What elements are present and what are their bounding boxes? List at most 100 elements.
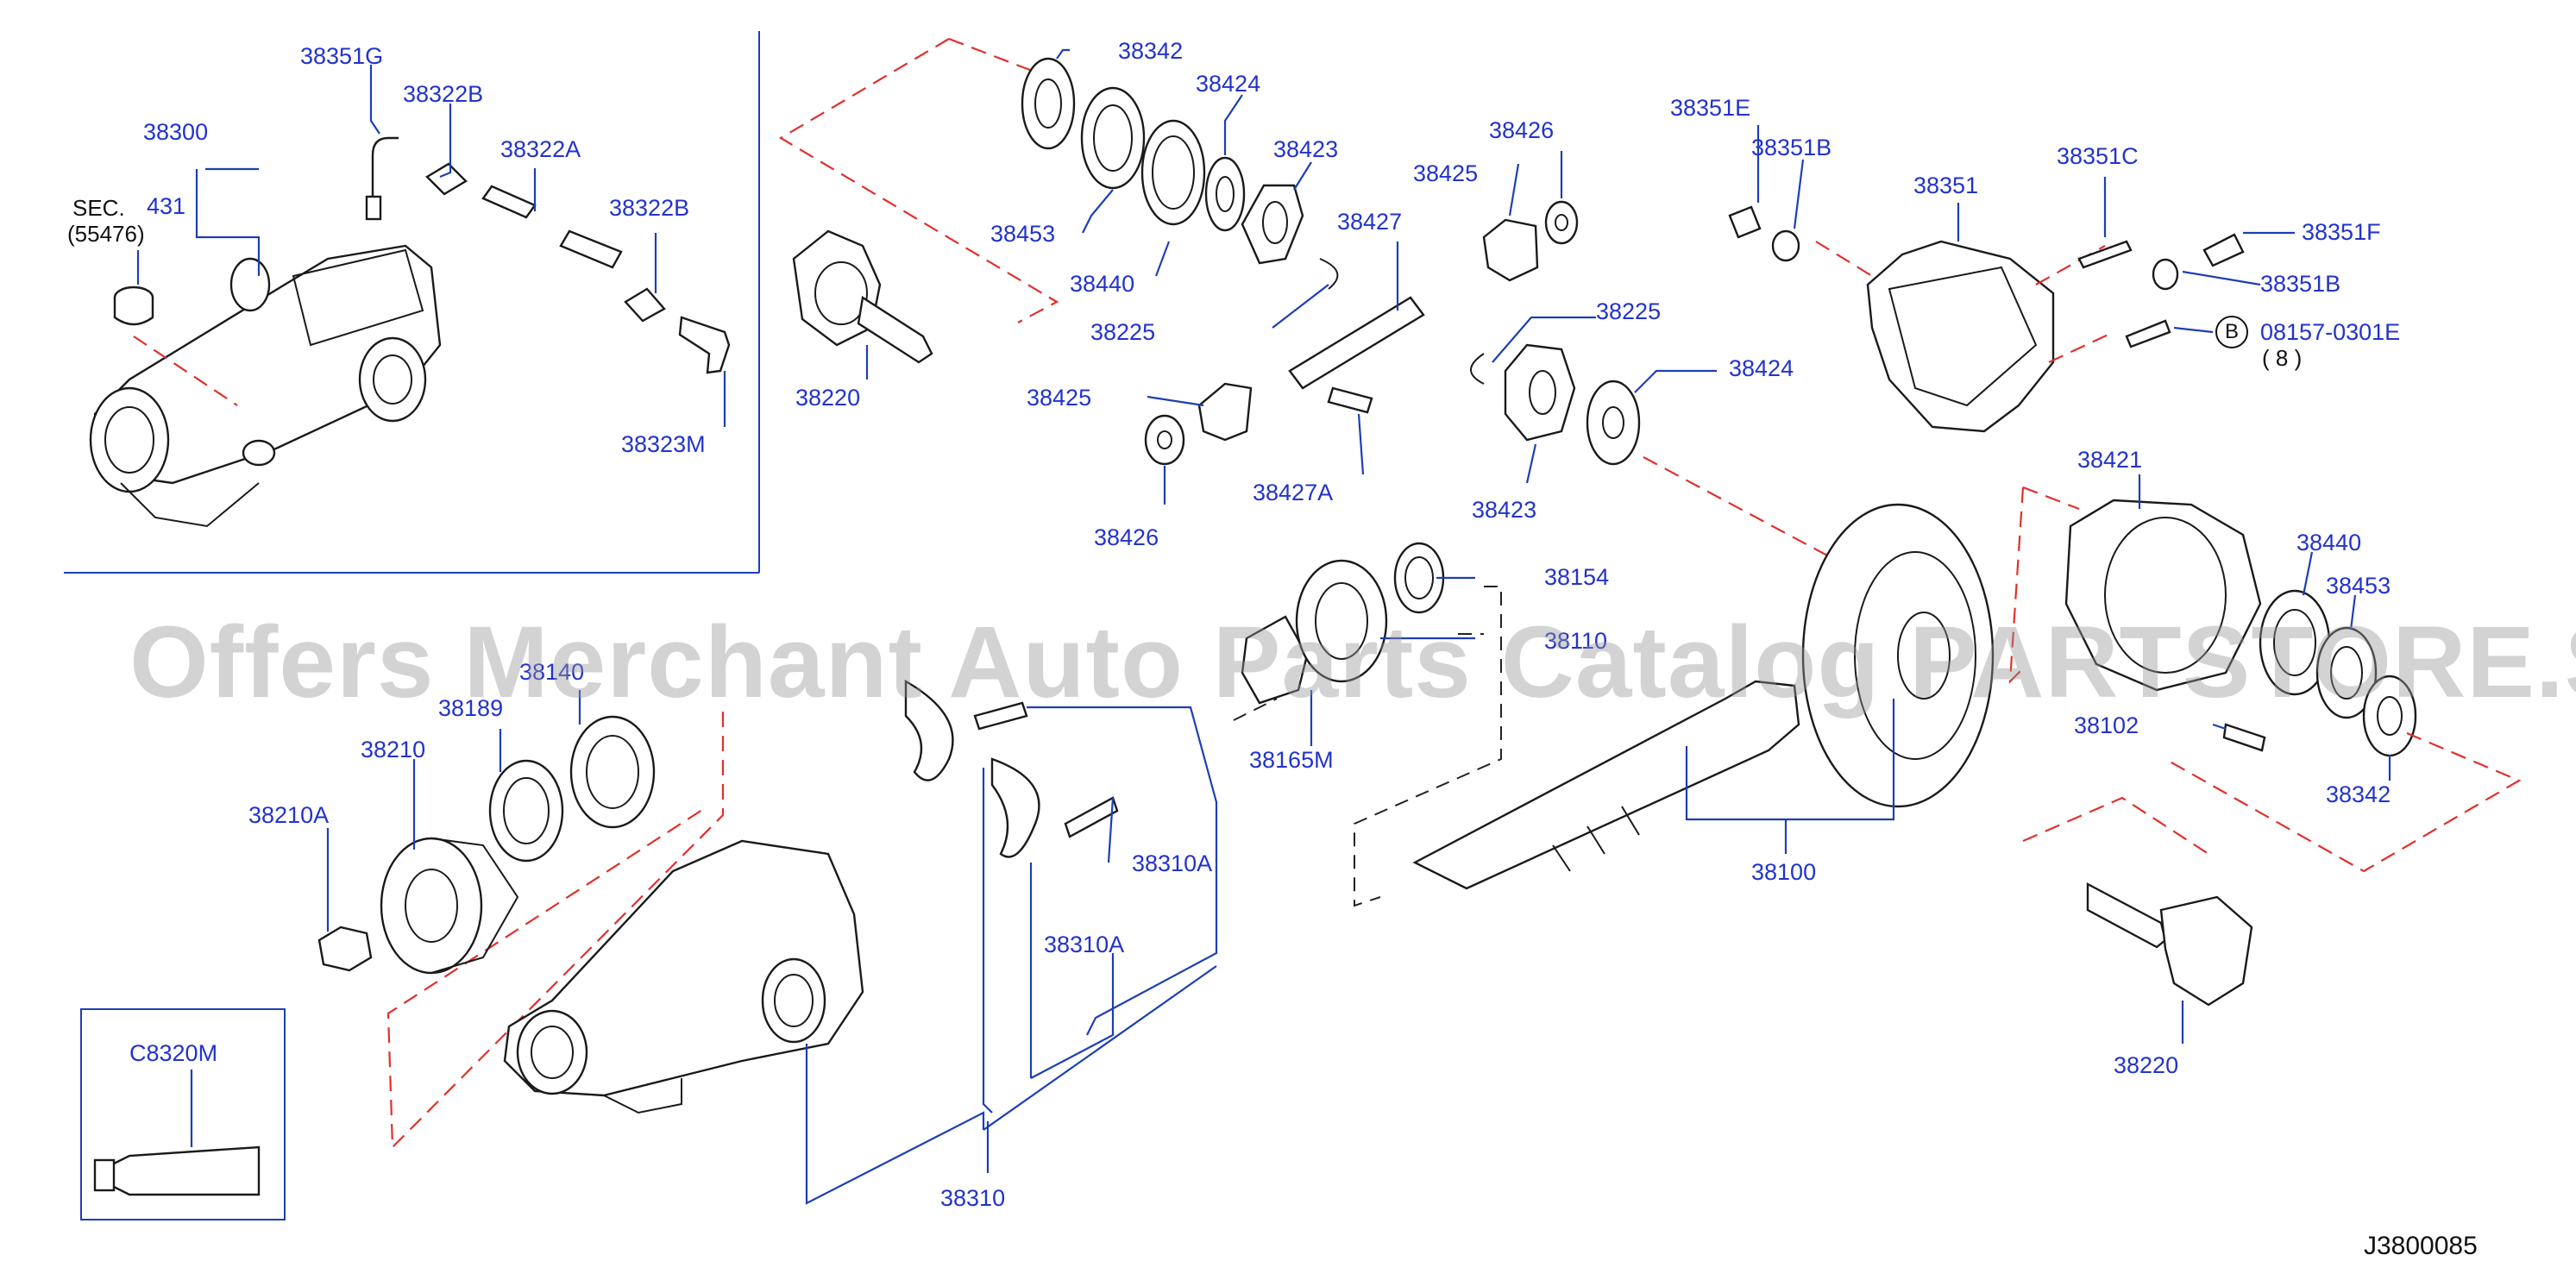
gear-38423-top[interactable] [1241,184,1304,265]
label-38351F[interactable]: 38351F [2302,219,2381,245]
label-38225-right[interactable]: 38225 [1596,298,1662,324]
label-38322B-a[interactable]: 38322B [403,81,484,107]
nut-38210A[interactable] [317,925,373,972]
label-38426-left[interactable]: 38426 [1094,524,1159,550]
label-38210A[interactable]: 38210A [248,802,330,828]
connector-38323M[interactable] [678,316,731,374]
shim-38154[interactable] [1393,542,1445,614]
washer-38426-left[interactable] [1144,414,1185,466]
label-38310A-upper[interactable]: 38310A [1132,850,1213,876]
sealant-tube-C8320M[interactable] [93,1145,261,1196]
bolt-38102[interactable] [2222,723,2266,752]
label-38453-right[interactable]: 38453 [2326,573,2391,599]
label-38351[interactable]: 38351 [1913,173,1979,198]
washer-38424-right[interactable] [1586,380,1641,466]
sec-431-seal[interactable] [113,285,154,326]
case-38421[interactable] [2064,499,2262,692]
label-38300[interactable]: 38300 [143,119,209,145]
label-38351E[interactable]: 38351E [1670,95,1751,121]
cap-38310-lower[interactable] [990,757,1040,858]
label-38310[interactable]: 38310 [940,1185,1006,1211]
spacer-38165M[interactable] [1241,615,1309,705]
label-C8320M[interactable]: C8320M [129,1040,218,1066]
label-38322A[interactable]: 38322A [500,136,581,162]
label-38424-right[interactable]: 38424 [1729,355,1794,381]
sec-number[interactable]: 431 [147,193,186,219]
seal-38189[interactable] [488,759,564,863]
ring-gear-38100[interactable] [1801,503,1995,808]
label-38440-top[interactable]: 38440 [1070,271,1135,297]
flange-38220-left[interactable] [792,229,933,364]
pinion-shaft-38100[interactable] [1412,680,1800,890]
label-38342-right[interactable]: 38342 [2326,781,2391,807]
label-38310A-lower[interactable]: 38310A [1044,932,1125,957]
label-38425-left[interactable]: 38425 [1027,385,1092,411]
bearing-38342-top[interactable] [1021,57,1076,150]
label-38424-top[interactable]: 38424 [1196,71,1261,97]
diagram-code: J3800085 [2364,1232,2478,1260]
label-38427[interactable]: 38427 [1337,209,1403,235]
plug-38351F[interactable] [2202,233,2245,267]
inset-frame [64,31,760,574]
breather-38351G[interactable] [365,136,399,221]
label-38427A[interactable]: 38427A [1253,480,1334,505]
label-38423-right[interactable]: 38423 [1472,497,1537,523]
gasket-38351B-a[interactable] [1771,229,1800,262]
washer-38426-right[interactable] [1544,200,1579,245]
label-38140[interactable]: 38140 [519,659,585,685]
seal-38453-right[interactable] [2315,626,2378,719]
carrier-38310[interactable] [503,839,864,1114]
gasket-38351B-b[interactable] [2152,258,2179,291]
bearing-38140[interactable] [569,715,656,829]
pin-38427A[interactable] [1327,386,1373,414]
label-38189[interactable]: 38189 [438,695,504,721]
label-38421[interactable]: 38421 [2077,447,2143,473]
label-38102[interactable]: 38102 [2074,712,2139,738]
label-38423-top[interactable]: 38423 [1273,136,1339,162]
flange-38220-right[interactable] [2086,882,2253,1007]
bolt-38310A-upper[interactable] [973,701,1028,731]
bolt-38310A-lower[interactable] [1064,796,1119,838]
gear-38423-right[interactable] [1504,343,1576,442]
label-38425-right[interactable]: 38425 [1413,160,1479,186]
clip-38322B-b[interactable] [624,287,666,323]
label-38110[interactable]: 38110 [1544,628,1608,654]
bolt-08157-0301E[interactable] [2125,319,2171,348]
label-38323M[interactable]: 38323M [621,431,706,457]
seal-38453-top[interactable] [1080,86,1146,190]
label-38351B-a[interactable]: 38351B [1751,135,1832,160]
label-38225-top[interactable]: 38225 [1090,319,1156,345]
label-38210[interactable]: 38210 [361,737,426,762]
flange-38210[interactable] [380,837,519,975]
snap-ring-38225-top[interactable] [1319,258,1339,290]
cover-38351[interactable] [1866,240,2055,433]
label-38165M[interactable]: 38165M [1249,747,1334,773]
bearing-38110[interactable] [1295,559,1388,683]
gear-38425-right[interactable] [1482,218,1539,282]
stud-38351C[interactable] [2077,240,2133,269]
label-38453-top[interactable]: 38453 [990,221,1056,247]
snap-ring-38225-right[interactable] [1470,353,1485,385]
label-38440-right[interactable]: 38440 [2296,530,2362,555]
label-38426-right[interactable]: 38426 [1489,117,1555,143]
label-38220-left[interactable]: 38220 [795,385,861,411]
label-38100[interactable]: 38100 [1751,859,1817,885]
label-38351G[interactable]: 38351G [300,43,384,69]
plug-38351E[interactable] [1728,205,1762,239]
diff-assembly-38300[interactable] [89,244,442,528]
label-38154[interactable]: 38154 [1544,564,1610,590]
bearing-38440-top[interactable] [1140,119,1206,226]
shaft-38427[interactable] [1288,296,1425,390]
label-38351B-b[interactable]: 38351B [2260,271,2341,297]
label-38322B-b[interactable]: 38322B [609,195,690,221]
hose-38322A[interactable] [481,185,623,269]
label-08157-0301E[interactable]: 08157-0301E [2260,319,2401,345]
cap-38310-upper[interactable] [904,679,954,781]
label-38220-right[interactable]: 38220 [2114,1052,2179,1078]
label-38342-top[interactable]: 38342 [1118,38,1184,64]
washer-38424-top[interactable] [1204,156,1246,232]
clip-38322B-a[interactable] [425,162,468,196]
gear-38425-left[interactable] [1197,382,1253,442]
label-38351C[interactable]: 38351C [2057,143,2139,169]
